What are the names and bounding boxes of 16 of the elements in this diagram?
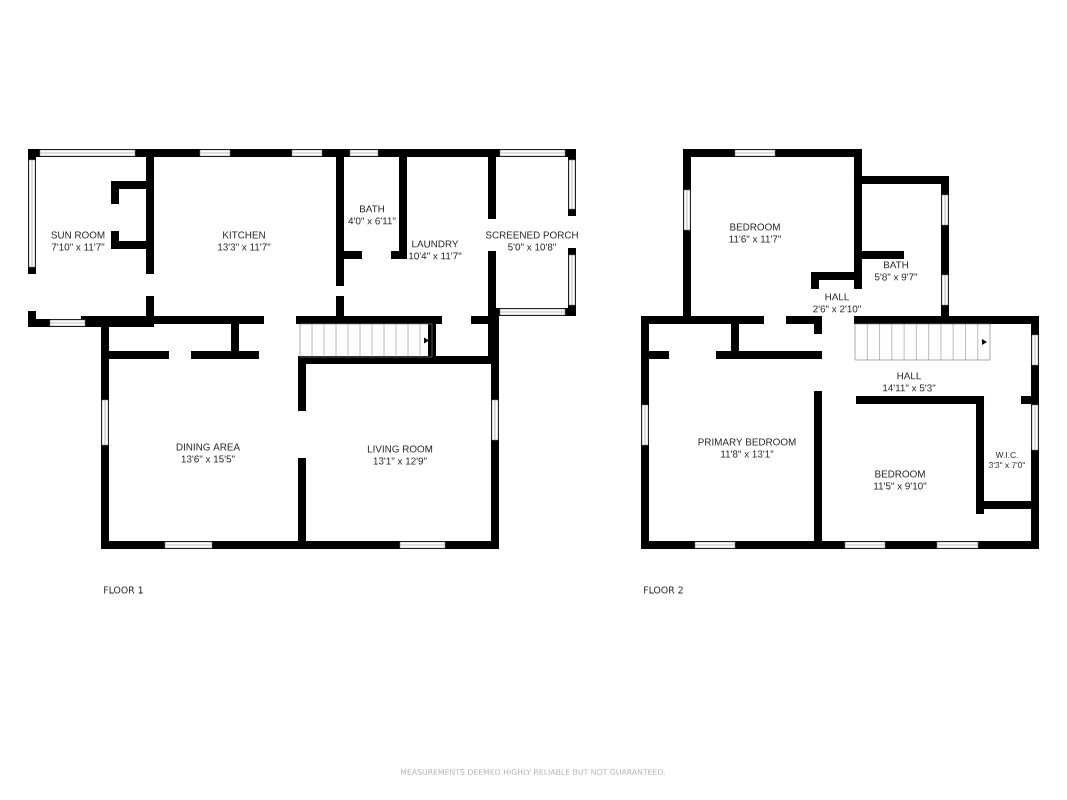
room-label: KITCHEN 13'3" x 11'7": [218, 231, 271, 251]
room-label: BEDROOM 11'5" x 9'10": [874, 470, 927, 490]
room-label: PRIMARY BEDROOM 11'8" x 13'1": [698, 438, 796, 458]
floor-label: FLOOR 1: [104, 586, 143, 594]
room-label: LAUNDRY 10'4" x 11'7": [409, 240, 462, 260]
floor-label: FLOOR 2: [644, 586, 683, 594]
room-label: DINING AREA 13'6" x 15'5": [176, 443, 241, 463]
room-label: HALL 2'6" x 2'10": [813, 293, 861, 313]
room-label: LIVING ROOM 13'1" x 12'9": [367, 445, 433, 465]
room-label: BEDROOM 11'6" x 11'7": [729, 223, 781, 243]
room-label: SCREENED PORCH 5'0" x 10'8": [485, 231, 578, 251]
room-label: BATH 5'8" x 9'7": [874, 261, 918, 281]
room-label: W.I.C. 3'3" x 7'0": [988, 451, 1025, 469]
room-label: SUN ROOM 7'10" x 11'7": [51, 231, 105, 251]
room-label: HALL 14'11" x 5'3": [883, 372, 936, 392]
room-label: BATH 4'0" x 6'11": [348, 205, 396, 225]
